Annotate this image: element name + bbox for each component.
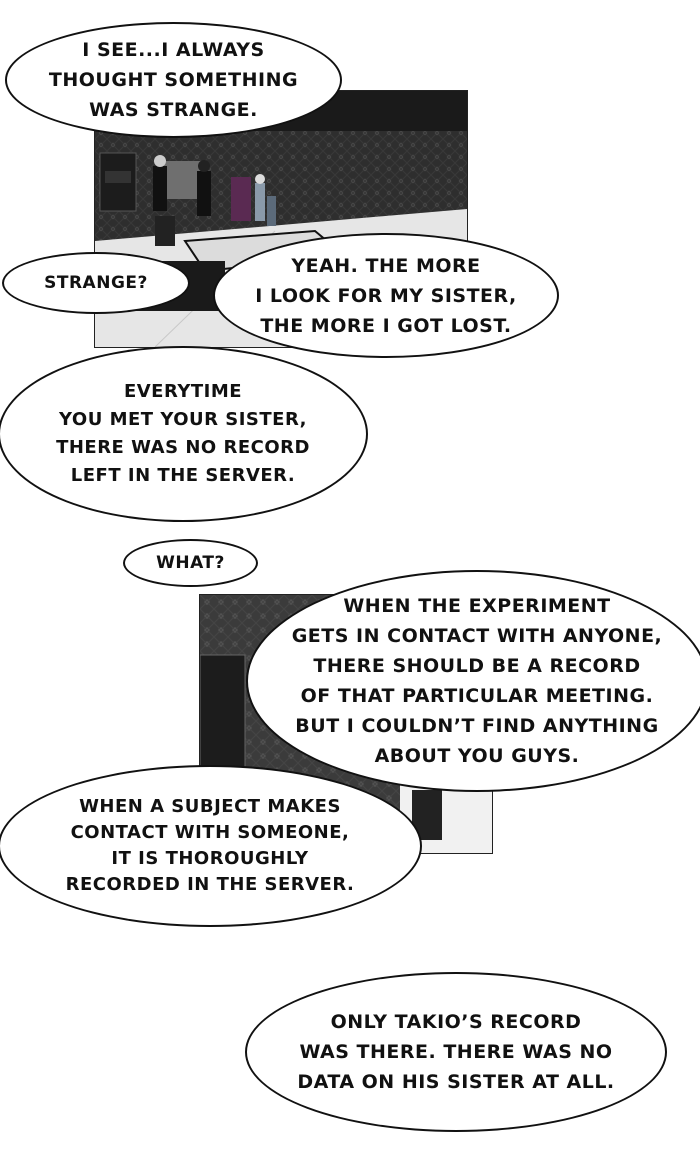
speech-text-7: WHEN A SUBJECT MAKES CONTACT WITH SOMEON… (65, 796, 355, 895)
speech-text-5: WHAT? (156, 553, 225, 573)
speech-text-6: WHEN THE EXPERIMENT GETS IN CONTACT WITH… (291, 595, 663, 767)
speech-text-4: EVERYTIME YOU MET YOUR SISTER, THERE WAS… (56, 381, 310, 486)
speech-bubble-8: ONLY TAKIO’S RECORD WAS THERE. THERE WAS… (245, 972, 667, 1132)
speech-bubble-5: WHAT? (123, 539, 258, 587)
speech-bubble-7: WHEN A SUBJECT MAKES CONTACT WITH SOMEON… (0, 765, 422, 927)
speech-bubble-3: YEAH. THE MORE I LOOK FOR MY SISTER, THE… (213, 233, 559, 358)
speech-bubble-2: STRANGE? (2, 252, 190, 314)
speech-text-3: YEAH. THE MORE I LOOK FOR MY SISTER, THE… (255, 254, 517, 337)
speech-text-2: STRANGE? (44, 273, 148, 293)
speech-text-8: ONLY TAKIO’S RECORD WAS THERE. THERE WAS… (297, 1011, 615, 1093)
speech-bubble-6: WHEN THE EXPERIMENT GETS IN CONTACT WITH… (246, 570, 700, 792)
speech-bubble-4: EVERYTIME YOU MET YOUR SISTER, THERE WAS… (0, 346, 368, 522)
speech-text-1: I SEE...I ALWAYS THOUGHT SOMETHING WAS S… (48, 39, 299, 121)
speech-bubble-1: I SEE...I ALWAYS THOUGHT SOMETHING WAS S… (5, 22, 342, 138)
